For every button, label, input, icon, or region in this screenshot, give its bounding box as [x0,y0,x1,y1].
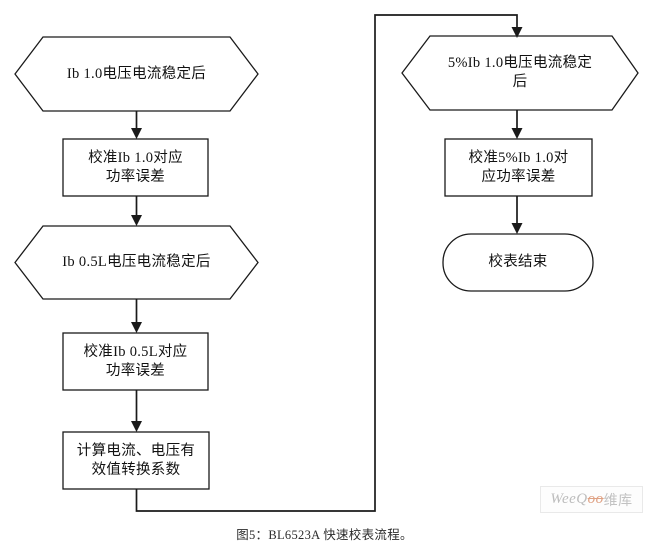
arrowhead-connector-to-5ib10 [511,27,523,38]
hexagon-ib10-stable [14,36,259,112]
arrowhead-cal-to-calc [131,421,142,432]
node-label-cal-ib10: 校准Ib 1.0对应 功率误差 [88,149,183,185]
connector-calc-to-5ib10 [135,14,518,512]
arrowhead-cal-to-end [511,223,523,234]
watermark-text-accent: oo [587,491,604,507]
arrowhead-ib10-to-cal [131,128,142,139]
process-cal-ib05l [62,332,209,391]
arrowhead-5ib10-to-cal [511,128,523,139]
process-cal-5ib10 [444,138,593,197]
watermark-text-latin: WeeQ [550,491,588,507]
arrowhead-cal-to-ib05l [131,215,142,226]
terminator-end [442,233,594,292]
hexagon-ib05l-stable [14,225,259,300]
node-label-end: 校表结束 [488,254,548,270]
node-label-ib10-stable: Ib 1.0电压电流稳定后 [66,65,207,82]
arrowhead-ib05l-to-cal [131,322,142,333]
node-label-5ib10-stable: 5%Ib 1.0电压电流稳定 后 [447,55,593,90]
node-label-cal-ib05l: 校准Ib 0.5L对应 功率误差 [83,343,188,379]
node-label-cal-5ib10: 校准5%Ib 1.0对 应功率误差 [468,149,569,185]
process-cal-ib10 [62,138,209,197]
watermark-text-cn: 维库 [603,493,633,509]
figure-caption: 图5：BL6523A 快速校表流程。 [236,528,413,542]
hexagon-5ib10-stable [401,35,639,111]
node-label-ib05l-stable: Ib 0.5L电压电流稳定后 [62,254,211,270]
node-label-calc-rms: 计算电流、电压有 效值转换系数 [76,442,196,478]
